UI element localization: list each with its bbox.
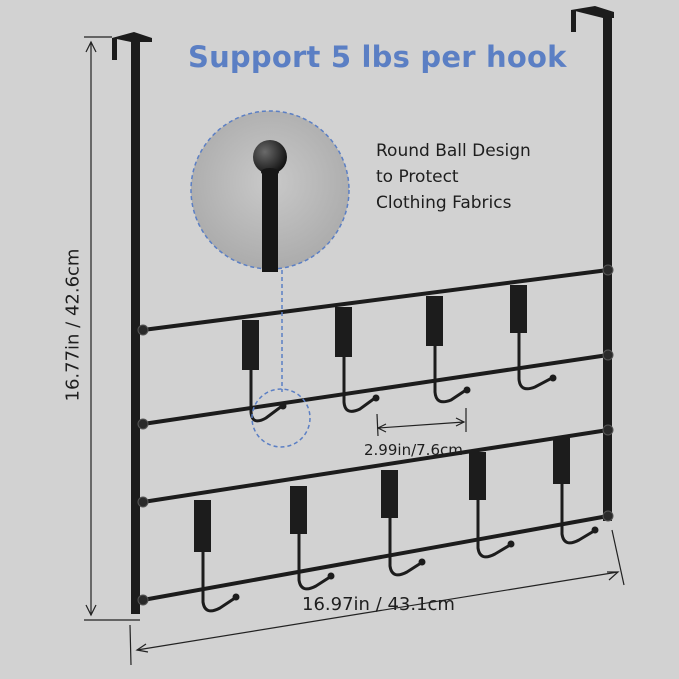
hook: [553, 438, 599, 545]
rack-bars: [141, 268, 610, 602]
detail-connector: [251, 270, 311, 448]
hook: [290, 486, 335, 591]
width-dimension-line: [129, 529, 625, 666]
rod-detail: [262, 168, 278, 272]
hook-spacing-dimension: [376, 408, 467, 437]
hook: [335, 307, 380, 413]
height-dimension-label: 16.77in / 42.6cm: [62, 248, 84, 402]
right-upright: [571, 6, 614, 521]
ball-tip-detail: [253, 140, 287, 174]
callout-line: Clothing Fabrics: [376, 193, 512, 213]
height-dimension-line: [84, 36, 140, 621]
mounting-screws: [137, 264, 614, 606]
hook-spacing-label: 2.99in/7.6cm: [364, 441, 463, 459]
callout-line: Round Ball Design: [376, 141, 531, 161]
callout-line: to Protect: [376, 167, 459, 187]
headline: Support 5 lbs per hook: [188, 40, 567, 74]
upper-hooks: [242, 285, 557, 423]
round-ball-callout: Round Ball Design to Protect Clothing Fa…: [376, 138, 531, 216]
hook: [469, 452, 515, 559]
lower-hooks: [194, 438, 599, 613]
hook: [194, 500, 240, 613]
width-dimension-label: 16.97in / 43.1cm: [302, 594, 455, 615]
zoom-detail: [190, 110, 350, 272]
left-upright: [112, 32, 152, 614]
hook: [242, 320, 287, 423]
hook: [381, 470, 426, 577]
hook: [510, 285, 557, 391]
hook: [426, 296, 471, 404]
